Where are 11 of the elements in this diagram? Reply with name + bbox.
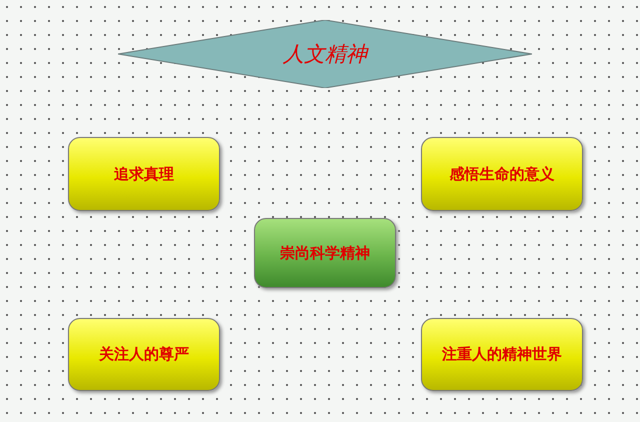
rounded-box xyxy=(68,318,220,391)
box-label: 崇尚科学精神 xyxy=(280,244,370,262)
box-label: 注重人的精神世界 xyxy=(442,345,562,364)
rounded-box xyxy=(254,218,396,288)
box-label: 关注人的尊严 xyxy=(99,345,189,364)
rounded-box xyxy=(68,137,220,211)
rounded-box xyxy=(421,137,583,211)
box-label: 感悟生命的意义 xyxy=(450,164,554,184)
box-label: 追求真理 xyxy=(114,164,174,184)
rounded-box xyxy=(421,318,583,391)
diamond-label: 人文精神 xyxy=(283,41,367,68)
